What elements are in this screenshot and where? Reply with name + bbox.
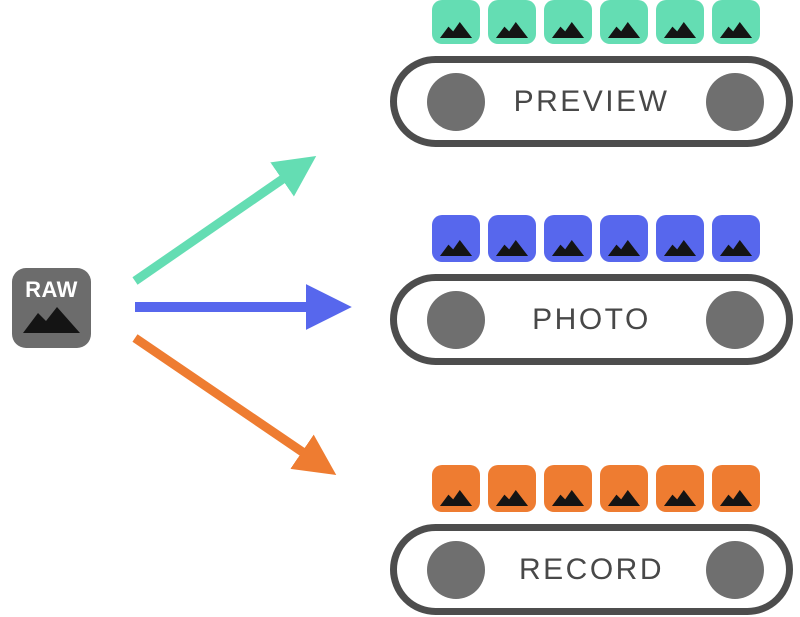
photo-pill: PHOTO — [390, 274, 793, 365]
mountain-icon — [663, 489, 697, 506]
preview-frames-row — [432, 0, 793, 44]
preview-frame-icon — [488, 0, 536, 44]
mountain-icon — [551, 239, 585, 256]
preview-label: PREVIEW — [513, 84, 670, 118]
mountain-icon — [439, 239, 473, 256]
mountain-icon — [495, 21, 529, 38]
preview-frame-icon — [712, 0, 760, 44]
photo-frame-icon — [656, 215, 704, 262]
record-pill: RECORD — [390, 524, 793, 615]
mountain-icon — [551, 489, 585, 506]
stream-record: RECORD — [390, 465, 793, 615]
record-frames-row — [432, 465, 793, 512]
photo-frame-icon — [712, 215, 760, 262]
record-frame-icon — [488, 465, 536, 512]
pill-roller-left — [427, 72, 485, 131]
mountain-icon — [719, 489, 753, 506]
record-frame-icon — [712, 465, 760, 512]
mountain-icon — [607, 239, 641, 256]
pill-roller-right — [706, 72, 764, 131]
photo-frame-icon — [600, 215, 648, 262]
mountain-icon — [607, 489, 641, 506]
mountain-icon — [607, 21, 641, 38]
mountain-icon — [439, 21, 473, 38]
mountain-icon — [719, 21, 753, 38]
photo-frames-row — [432, 215, 793, 262]
raw-label: RAW — [25, 277, 78, 302]
pill-roller-right — [706, 290, 764, 349]
record-frame-icon — [432, 465, 480, 512]
mountain-icon — [663, 239, 697, 256]
record-frame-icon — [656, 465, 704, 512]
raw-source-icon: RAW — [12, 268, 91, 348]
record-frame-icon — [544, 465, 592, 512]
mountain-icon — [551, 21, 585, 38]
stream-photo: PHOTO — [390, 215, 793, 365]
pill-roller-left — [427, 540, 485, 599]
stream-preview: PREVIEW — [390, 0, 793, 147]
preview-frame-icon — [656, 0, 704, 44]
pill-roller-right — [706, 540, 764, 599]
photo-frame-icon — [432, 215, 480, 262]
mountain-icon — [719, 239, 753, 256]
preview-frame-icon — [432, 0, 480, 44]
photo-frame-icon — [488, 215, 536, 262]
record-label: RECORD — [518, 552, 664, 586]
mountain-icon — [495, 489, 529, 506]
mountain-icon — [663, 21, 697, 38]
mountain-icon — [495, 239, 529, 256]
photo-frame-icon — [544, 215, 592, 262]
arrow-to-preview — [132, 155, 317, 285]
preview-frame-icon — [600, 0, 648, 44]
record-frame-icon — [600, 465, 648, 512]
preview-pill: PREVIEW — [390, 56, 793, 147]
mountain-icon — [439, 489, 473, 506]
mountain-icon — [23, 307, 80, 333]
preview-frame-icon — [544, 0, 592, 44]
photo-label: PHOTO — [532, 302, 651, 336]
pill-roller-left — [427, 290, 485, 349]
arrow-to-record — [132, 334, 337, 475]
